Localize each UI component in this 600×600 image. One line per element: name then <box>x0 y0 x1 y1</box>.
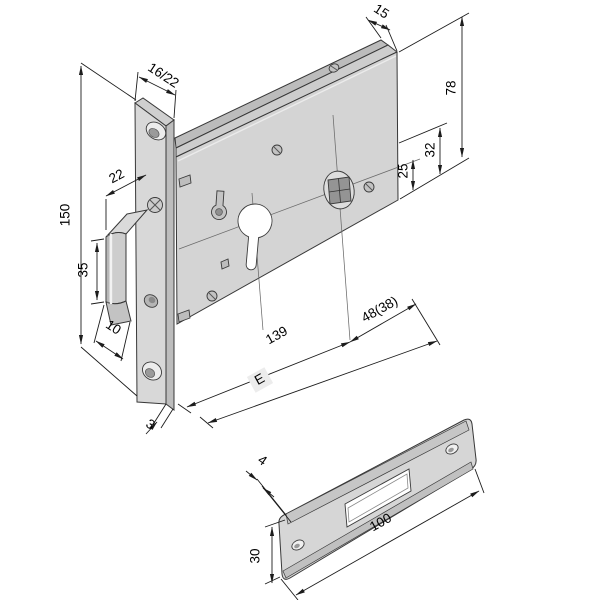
dimension-strike-thickness: 4 <box>245 452 292 523</box>
dimension-backset-E: E <box>199 340 438 429</box>
rect-hole-top <box>178 174 192 188</box>
dimension-latch-projection: 10 <box>93 304 131 362</box>
dimension-faceplate-height: 150 <box>58 62 138 397</box>
lock-body <box>174 39 421 341</box>
case-screws <box>206 63 375 302</box>
dim-label-25: 25 <box>396 163 411 178</box>
latch-front-face <box>105 232 127 305</box>
dim-label-139: 139 <box>263 323 290 347</box>
dim-label-35: 35 <box>76 262 91 277</box>
strike-plate <box>278 418 477 580</box>
dim-label-32: 32 <box>423 142 438 157</box>
latch-bolt <box>105 209 149 326</box>
faceplate-side-face <box>165 119 175 411</box>
dim-label-faceplate-width: 16/22 <box>145 60 182 91</box>
dimension-cylinder-to-follower: 48(38) <box>349 293 441 346</box>
dimension-case-height: 78 <box>398 12 470 200</box>
strike-hole-right <box>445 443 459 455</box>
faceplate-screw <box>147 197 163 213</box>
dim-label-22: 22 <box>106 166 126 186</box>
euro-cylinder-cutout <box>237 203 273 271</box>
dimension-height-32: 32 <box>398 122 448 175</box>
case-edge-highlight <box>177 55 397 162</box>
case-front-face <box>175 51 399 325</box>
screw-icon <box>271 144 283 156</box>
faceplate-hole-bottom <box>142 361 162 381</box>
faceplate-hole-top <box>145 121 167 141</box>
faceplate <box>134 97 175 411</box>
dim-label-30: 30 <box>248 548 263 563</box>
dimension-faceplate-thickness: 3 <box>143 403 174 435</box>
screw-icon <box>206 290 218 302</box>
screw-icon <box>328 63 340 73</box>
dimension-latch-height: 35 <box>76 238 105 305</box>
latch-bottom-bevel <box>105 300 132 326</box>
dim-label-10: 10 <box>103 317 124 338</box>
dimension-latch-to-case: 22 <box>105 166 147 230</box>
dim-label-150: 150 <box>58 204 73 227</box>
rect-hole-bottom <box>177 309 191 323</box>
dim-label-case-depth: 15 <box>371 1 392 22</box>
keyhole-slot <box>211 190 227 220</box>
dimension-case-depth: 15 <box>365 1 398 52</box>
dim-label-4: 4 <box>255 452 270 469</box>
faceplate-hole-latch <box>143 294 159 308</box>
e-label-background <box>246 367 274 393</box>
dimension-height-25: 25 <box>396 159 416 191</box>
dim-label-case-height: 78 <box>444 80 459 95</box>
screw-icon <box>363 181 375 193</box>
dimension-strike-height: 30 <box>248 519 286 585</box>
spindle-follower <box>323 170 355 210</box>
rect-hole-mid <box>220 258 230 270</box>
dim-label-48-38: 48(38) <box>359 293 400 325</box>
faceplate-front-face <box>134 102 167 405</box>
